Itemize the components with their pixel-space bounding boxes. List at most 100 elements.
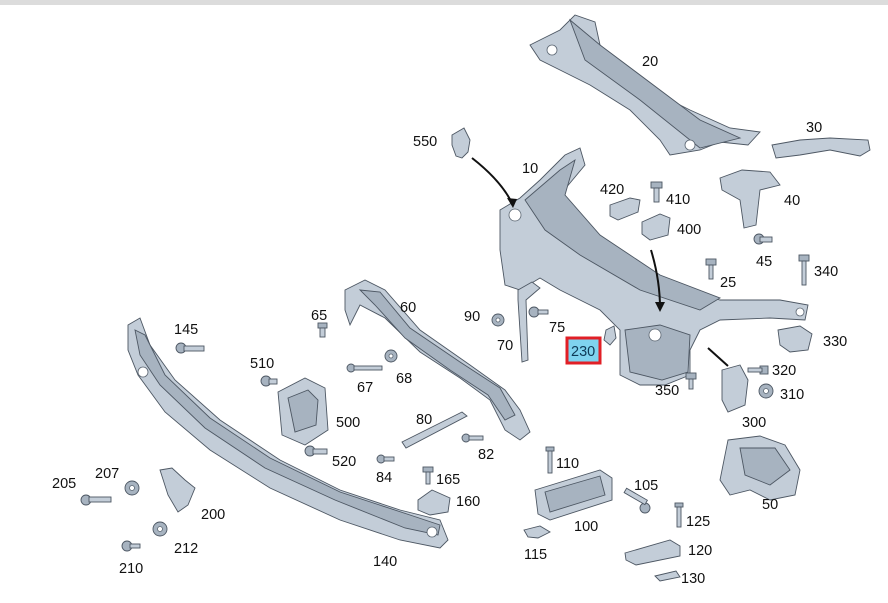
part-40-bracket[interactable] [719, 169, 781, 229]
highlight-box [565, 336, 602, 365]
callout-140[interactable]: 140 [373, 554, 397, 570]
callout-70[interactable]: 70 [497, 338, 513, 354]
callout-68[interactable]: 68 [396, 371, 412, 387]
callout-45[interactable]: 45 [756, 254, 772, 270]
part-207-washer[interactable] [124, 480, 140, 496]
part-320-bolt[interactable] [747, 365, 769, 375]
callout-10[interactable]: 10 [522, 161, 538, 177]
part-80-rod[interactable] [401, 411, 468, 449]
callout-110[interactable]: 110 [556, 456, 579, 472]
part-90-grommet[interactable] [491, 313, 505, 327]
callout-50[interactable]: 50 [762, 497, 778, 513]
part-210-bolt[interactable] [121, 540, 141, 552]
callout-160[interactable]: 160 [456, 494, 480, 510]
callout-520[interactable]: 520 [332, 454, 356, 470]
callout-20[interactable]: 20 [642, 54, 658, 70]
part-212-washer[interactable] [152, 521, 168, 537]
callout-340[interactable]: 340 [814, 264, 838, 280]
callout-310[interactable]: 310 [780, 387, 804, 403]
part-350-bolt[interactable] [685, 372, 697, 390]
callout-410[interactable]: 410 [666, 192, 690, 208]
callout-320[interactable]: 320 [772, 363, 796, 379]
part-45-bolt[interactable] [753, 233, 773, 245]
part-410-bolt[interactable] [650, 181, 663, 203]
part-550-bump-stop[interactable] [451, 127, 471, 159]
callout-350[interactable]: 350 [655, 383, 679, 399]
callout-67[interactable]: 67 [357, 380, 373, 396]
callout-550[interactable]: 550 [413, 134, 437, 150]
callout-120[interactable]: 120 [688, 543, 712, 559]
part-340-bolt[interactable] [798, 254, 810, 286]
part-400-clip[interactable] [641, 213, 671, 241]
part-130-pad[interactable] [654, 570, 681, 582]
part-125-bolt[interactable] [674, 502, 684, 528]
part-330-bracket[interactable] [777, 325, 813, 353]
part-67-bolt[interactable] [346, 363, 383, 373]
part-115-clip[interactable] [523, 525, 551, 539]
callout-200[interactable]: 200 [201, 507, 225, 523]
callout-84[interactable]: 84 [376, 470, 392, 486]
callout-500[interactable]: 500 [336, 415, 360, 431]
callout-207[interactable]: 207 [95, 466, 119, 482]
callout-80[interactable]: 80 [416, 412, 432, 428]
callout-30[interactable]: 30 [806, 120, 822, 136]
part-120-bar[interactable] [624, 539, 681, 566]
callout-230[interactable]: 230 [571, 344, 595, 360]
part-200-bracket[interactable] [159, 467, 196, 513]
callout-115[interactable]: 115 [524, 547, 547, 563]
callout-510[interactable]: 510 [250, 356, 274, 372]
part-84-bolt[interactable] [376, 454, 395, 464]
part-30-bracket[interactable] [771, 137, 871, 159]
part-110-bolt[interactable] [545, 446, 555, 474]
callout-75[interactable]: 75 [549, 320, 565, 336]
callout-330[interactable]: 330 [823, 334, 847, 350]
callout-205[interactable]: 205 [52, 476, 76, 492]
callout-212[interactable]: 212 [174, 541, 198, 557]
highlighted-callout-230[interactable]: 230 [565, 336, 602, 365]
part-140-bumper-beam[interactable] [127, 317, 449, 549]
part-82-bolt[interactable] [461, 433, 484, 443]
callout-40[interactable]: 40 [784, 193, 800, 209]
part-520-bolt[interactable] [304, 445, 328, 457]
callout-105[interactable]: 105 [634, 478, 658, 494]
part-300-bracket[interactable] [721, 364, 749, 413]
part-10-module-carrier[interactable] [499, 147, 809, 386]
callout-65[interactable]: 65 [311, 308, 327, 324]
callout-420[interactable]: 420 [600, 182, 624, 198]
part-310-nut[interactable] [758, 383, 774, 399]
part-145-bolt[interactable] [175, 342, 205, 354]
callout-82[interactable]: 82 [478, 447, 494, 463]
callout-210[interactable]: 210 [119, 561, 143, 577]
part-65-bolt[interactable] [317, 322, 328, 338]
part-230-clip[interactable] [603, 325, 617, 346]
part-70-rod[interactable] [517, 281, 541, 363]
callout-130[interactable]: 130 [681, 571, 705, 587]
part-105-bolt[interactable] [623, 487, 651, 514]
part-50-support[interactable] [719, 435, 801, 501]
part-60-side-member[interactable] [344, 279, 531, 441]
part-500-bracket[interactable] [277, 377, 329, 446]
callout-165[interactable]: 165 [436, 472, 460, 488]
top-border [0, 0, 888, 5]
part-510-bolt[interactable] [260, 375, 278, 387]
callout-90[interactable]: 90 [464, 309, 480, 325]
callout-125[interactable]: 125 [686, 514, 710, 530]
callout-25[interactable]: 25 [720, 275, 736, 291]
callout-100[interactable]: 100 [574, 519, 598, 535]
callout-60[interactable]: 60 [400, 300, 416, 316]
part-25-bolt[interactable] [705, 258, 717, 280]
callout-labels: 20 30 550 10 420 410 40 400 45 340 25 14… [52, 54, 847, 587]
part-165-bolt[interactable] [422, 466, 434, 485]
part-420-clip[interactable] [609, 197, 641, 221]
part-160-bracket[interactable] [417, 489, 451, 516]
callout-400[interactable]: 400 [677, 222, 701, 238]
part-68-washer[interactable] [384, 349, 398, 363]
part-100-bracket[interactable] [534, 469, 613, 521]
callout-300[interactable]: 300 [742, 415, 766, 431]
part-75-bolt[interactable] [528, 306, 549, 318]
part-20-upper-crossmember[interactable] [529, 14, 761, 156]
leader-arrows [471, 157, 729, 367]
part-205-bolt[interactable] [80, 494, 112, 506]
callout-145[interactable]: 145 [174, 322, 198, 338]
